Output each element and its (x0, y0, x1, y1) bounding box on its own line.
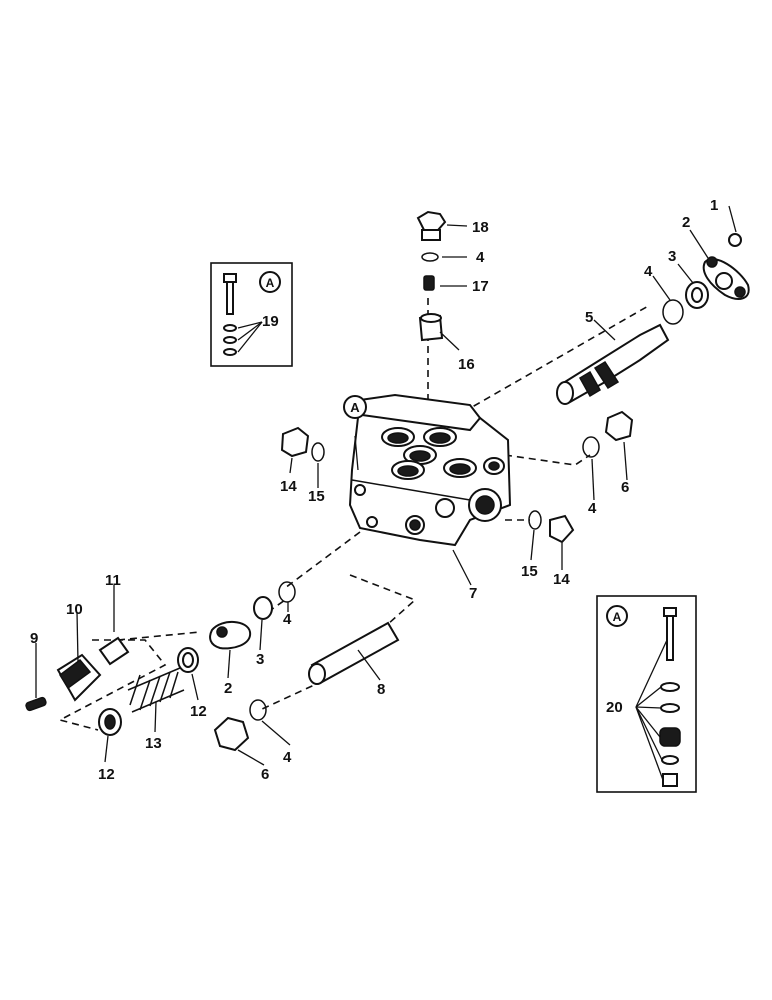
callout-labels: 1 2 3 4 5 18 4 17 16 19 14 15 6 4 15 14 … (30, 197, 718, 783)
callout-13: 13 (145, 735, 162, 752)
callout-4: 4 (283, 749, 292, 766)
callout-19: 19 (262, 313, 279, 330)
callout-2: 2 (682, 214, 690, 231)
inset-bottom-marker-label: A (613, 610, 622, 624)
callout-5: 5 (585, 309, 593, 326)
inset-detail-top: A (210, 262, 293, 367)
callout-6: 6 (621, 479, 629, 496)
callout-17: 17 (472, 278, 489, 295)
callout-3: 3 (668, 248, 676, 265)
callout-4: 4 (476, 249, 485, 266)
callout-8: 8 (377, 681, 385, 698)
side-plugs (280, 410, 634, 544)
assembly-centerlines (57, 298, 651, 731)
callout-4: 4 (588, 500, 597, 517)
callout-12: 12 (190, 703, 207, 720)
callout-12: 12 (98, 766, 115, 783)
callout-1: 1 (710, 197, 718, 214)
spool-end-lower (25, 581, 296, 736)
top-plug-stack (416, 210, 447, 342)
callout-6: 6 (261, 766, 269, 783)
callout-15: 15 (308, 488, 325, 505)
detail-marker-a-label: A (350, 400, 360, 415)
callout-7: 7 (469, 585, 477, 602)
callout-3: 3 (256, 651, 264, 668)
callout-14: 14 (553, 571, 570, 588)
callout-4: 4 (283, 611, 292, 628)
callout-9: 9 (30, 630, 38, 647)
callout-16: 16 (458, 356, 475, 373)
leader-lines (35, 205, 737, 766)
detail-marker-a: A (343, 395, 367, 419)
spool-rod (213, 621, 400, 752)
callout-14: 14 (280, 478, 297, 495)
inset-top-marker-label: A (266, 276, 275, 290)
callout-15: 15 (521, 563, 538, 580)
callout-10: 10 (66, 601, 83, 618)
callout-4: 4 (644, 263, 653, 280)
callout-18: 18 (472, 219, 489, 236)
callout-11: 11 (105, 572, 121, 589)
valve-body (348, 393, 512, 547)
callout-2: 2 (224, 680, 232, 697)
inset-detail-bottom: A (596, 595, 697, 793)
callout-20: 20 (606, 699, 623, 716)
spool-assembly-upper (556, 233, 750, 405)
